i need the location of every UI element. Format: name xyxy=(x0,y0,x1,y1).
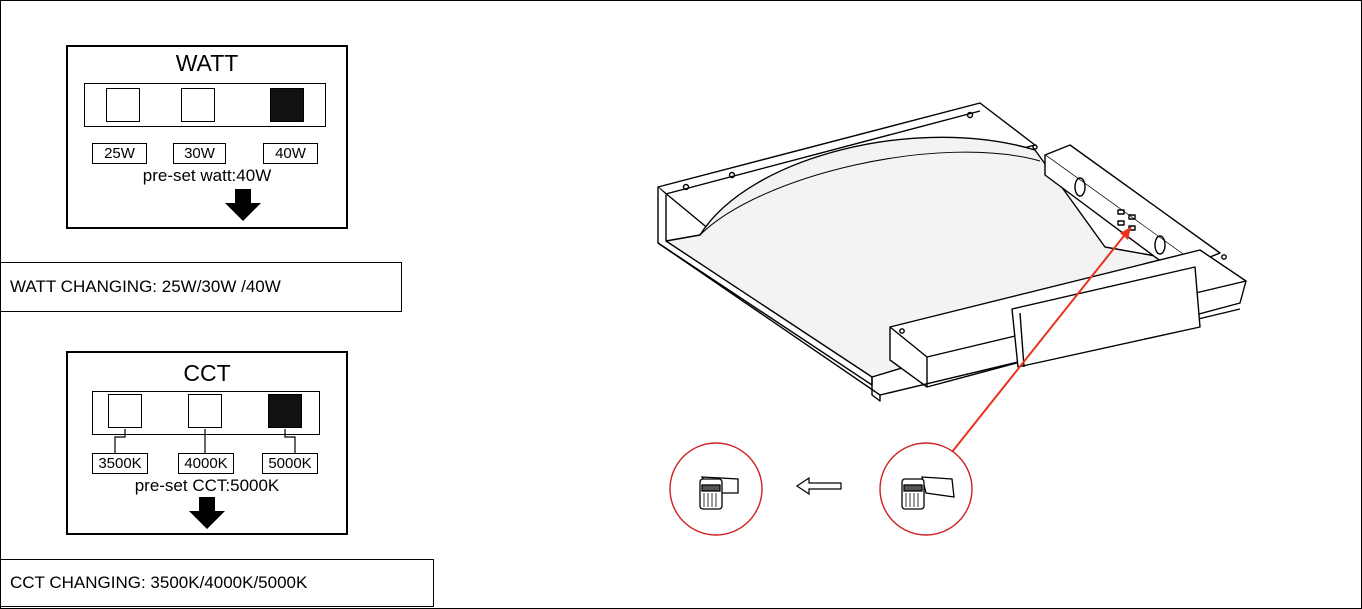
cct-panel: CCT 3500K 4000K 5000K pre-set CCT:5000K xyxy=(66,351,348,535)
cct-label-4000k: 4000K xyxy=(178,453,234,474)
cct-connector-lines xyxy=(114,429,296,453)
watt-title: WATT xyxy=(175,50,239,76)
cct-preset-text: pre-set CCT:5000K xyxy=(134,476,280,495)
watt-panel: WATT 25W 30W 40W pre-set watt:40W xyxy=(66,45,348,229)
switch-detail-right xyxy=(879,442,973,536)
down-arrow-icon xyxy=(189,497,225,529)
watt-switch-25w[interactable] xyxy=(106,88,140,122)
watt-switch-40w[interactable] xyxy=(270,88,304,122)
cct-switch-strip xyxy=(92,391,320,435)
pointer-line xyxy=(951,226,1132,453)
cct-switch-5000k[interactable] xyxy=(268,394,302,428)
watt-label-25w: 25W xyxy=(92,143,147,164)
cct-label-5000k: 5000K xyxy=(262,453,318,474)
cct-caption: CCT CHANGING: 3500K/4000K/5000K xyxy=(0,559,434,607)
switch-detail-left xyxy=(669,442,763,536)
watt-switch-30w[interactable] xyxy=(181,88,215,122)
cct-label-3500k: 3500K xyxy=(92,453,148,474)
luminaire-illustration xyxy=(657,102,1247,453)
watt-switch-strip xyxy=(84,83,326,127)
watt-label-40w: 40W xyxy=(263,143,318,164)
watt-preset-text: pre-set watt:40W xyxy=(142,166,272,185)
watt-label-30w: 30W xyxy=(173,143,226,164)
cct-title: CCT xyxy=(183,360,231,386)
down-arrow-icon xyxy=(225,189,261,221)
direction-arrow-icon xyxy=(795,476,842,496)
cct-switch-3500k[interactable] xyxy=(108,394,142,428)
cct-switch-4000k[interactable] xyxy=(188,394,222,428)
watt-caption: WATT CHANGING: 25W/30W /40W xyxy=(0,262,402,312)
